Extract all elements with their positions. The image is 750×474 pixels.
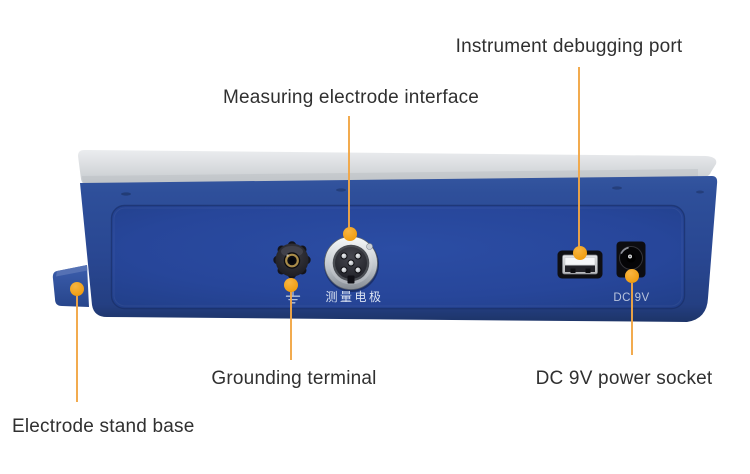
callout-line-grounding-terminal (290, 292, 292, 360)
callout-label-stand-base: Electrode stand base (12, 416, 195, 437)
callout-dot-power-socket (625, 269, 639, 283)
callout-line-power-socket (631, 283, 633, 355)
callout-line-debug-port (577, 67, 580, 253)
callout-label-power-socket: DC 9V power socket (535, 368, 713, 389)
callout-label-debug-port: Instrument debugging port (455, 36, 683, 57)
callout-line-stand-base (76, 296, 78, 402)
print-measuring-electrode: 测量电极 (325, 290, 383, 304)
device-body (80, 176, 718, 322)
grounding-terminal-connector (273, 241, 311, 279)
callout-dot-grounding-terminal (284, 278, 298, 292)
connector-panel (110, 204, 686, 310)
dc-power-jack (616, 241, 646, 278)
measuring-electrode-connector (324, 236, 379, 292)
callout-line-electrode-interface (347, 116, 350, 234)
callout-dot-electrode-interface (343, 227, 357, 241)
usb-debug-port (557, 250, 603, 279)
callout-dot-debug-port (573, 246, 587, 260)
callout-dot-stand-base (70, 282, 84, 296)
callout-label-grounding-terminal: Grounding terminal (211, 368, 377, 389)
callout-label-electrode-interface: Measuring electrode interface (222, 87, 480, 108)
